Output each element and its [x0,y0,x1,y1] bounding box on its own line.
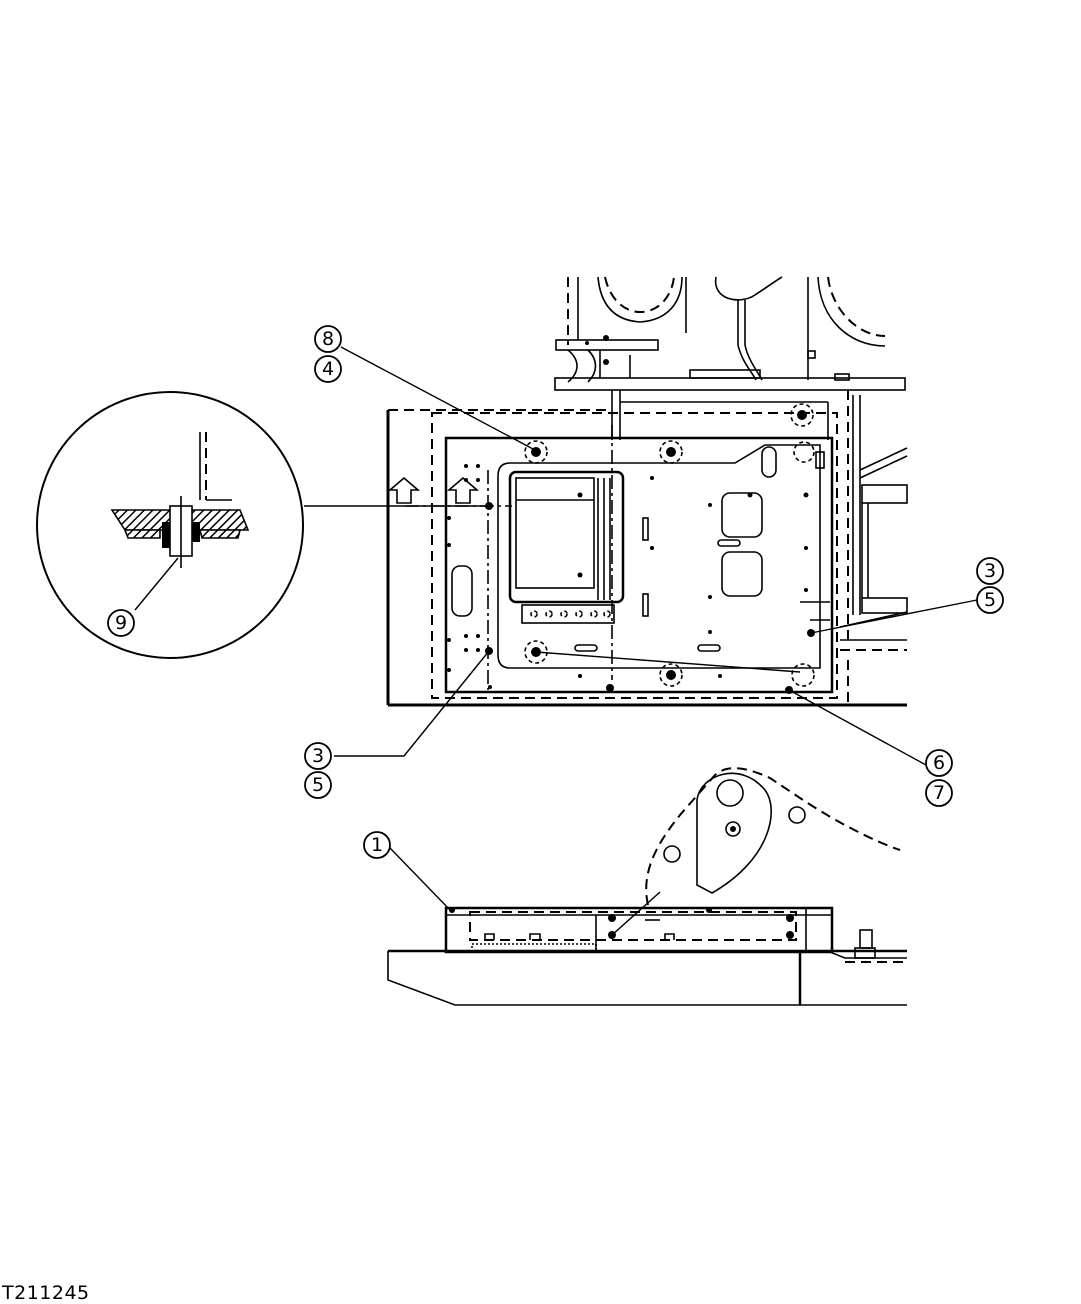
callout-7: 7 [925,779,953,807]
figure-id-label: T211245 [2,1282,90,1304]
detail-view [36,391,304,659]
upper-structure [554,276,906,391]
callout-6: 6 [925,749,953,777]
svg-text:9: 9 [115,612,127,634]
callout-5-right: 5 [976,586,1004,614]
svg-text:8: 8 [322,328,334,350]
callout-9: 9 [107,609,135,637]
callout-3-left: 3 [304,742,332,770]
svg-text:5: 5 [984,589,996,611]
callout-8: 8 [314,325,342,353]
plan-view [386,390,908,707]
svg-text:5: 5 [312,774,324,796]
svg-text:7: 7 [933,782,945,804]
svg-text:4: 4 [322,358,334,380]
side-view [387,767,907,1006]
svg-text:6: 6 [933,752,945,774]
callout-5-left: 5 [304,771,332,799]
callout-4: 4 [314,355,342,383]
svg-text:1: 1 [371,834,383,856]
leader-lines [134,346,978,936]
callout-1: 1 [363,831,391,859]
callout-3-right: 3 [976,557,1004,585]
svg-text:3: 3 [312,745,324,767]
svg-text:3: 3 [984,560,996,582]
